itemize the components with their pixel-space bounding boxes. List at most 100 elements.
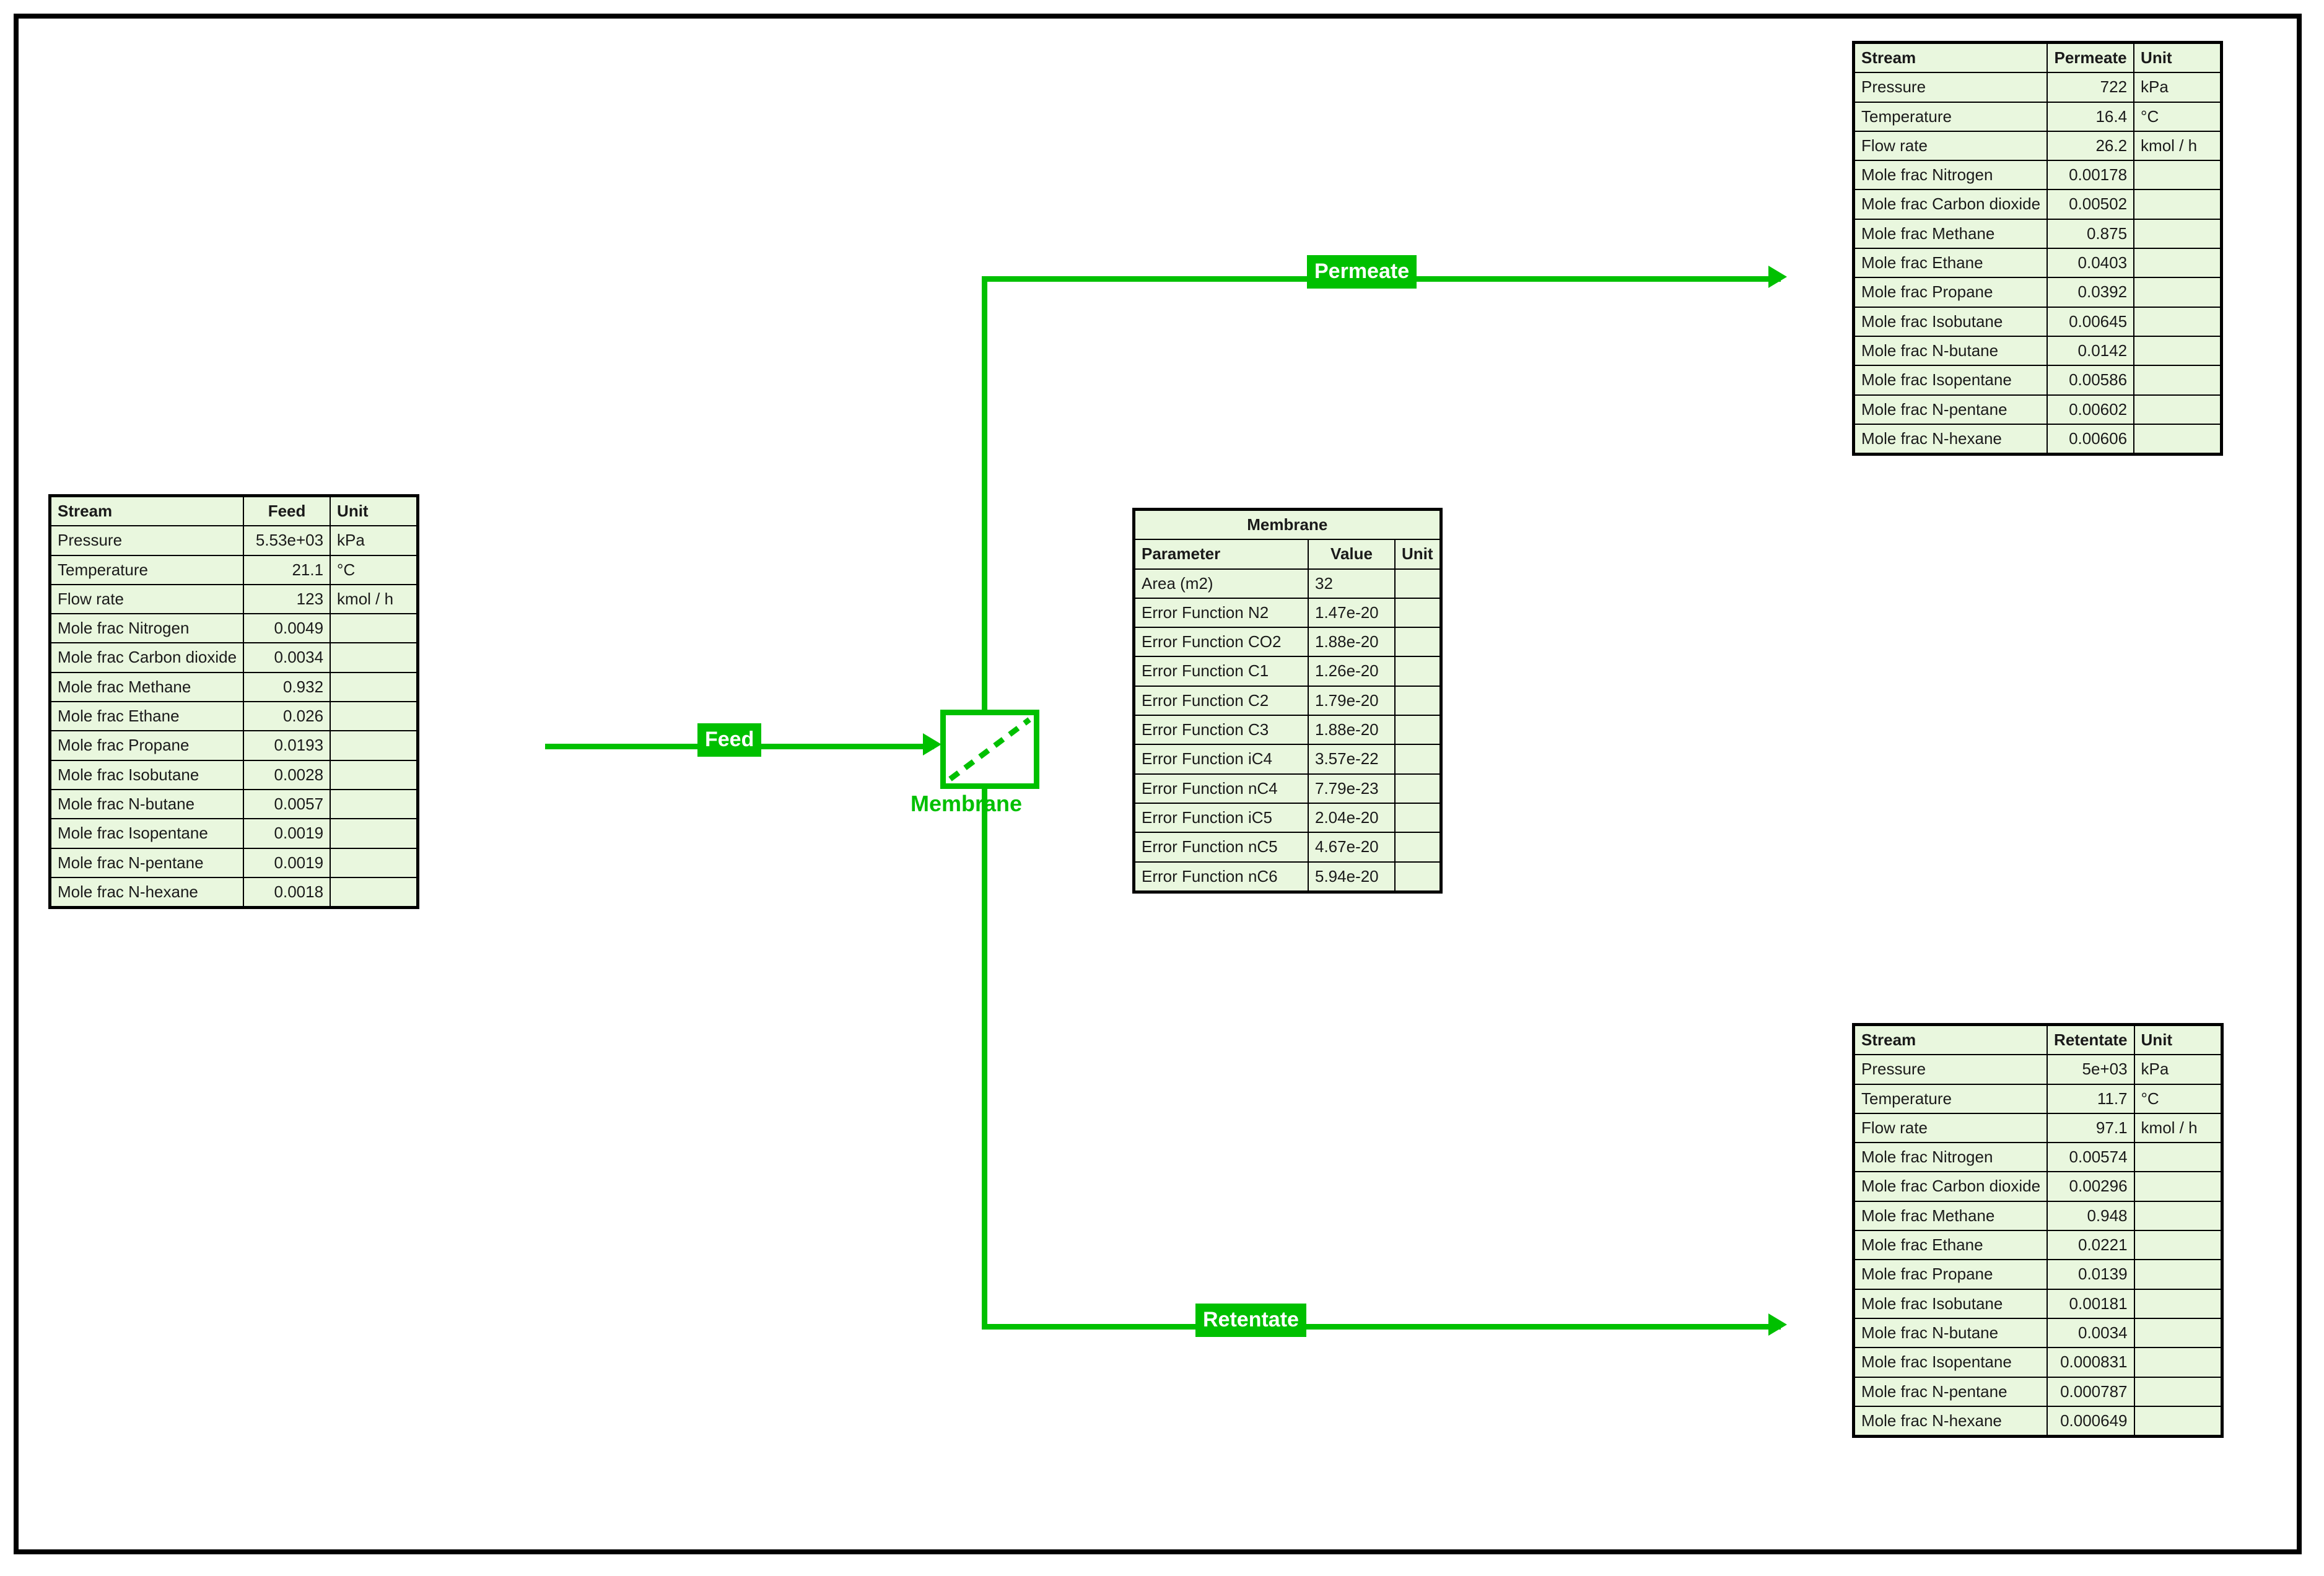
row-value: 0.00181 xyxy=(2047,1288,2135,1319)
row-value: 0.00296 xyxy=(2047,1171,2135,1202)
row-label: Mole frac Isobutane xyxy=(1853,306,2048,337)
row-label: Mole frac Isopentane xyxy=(1853,365,2048,396)
column-header-value: Value xyxy=(1308,539,1396,570)
row-label: Mole frac N-pentane xyxy=(1853,1376,2048,1407)
table-row: Area (m2)32 xyxy=(1133,568,1442,599)
column-header-stream: Stream xyxy=(1853,41,2048,74)
row-value: 0.00178 xyxy=(2047,160,2135,191)
row-value: 7.79e-23 xyxy=(1308,773,1396,804)
row-label: Mole frac N-hexane xyxy=(1853,1405,2048,1437)
row-label: Error Function C2 xyxy=(1133,685,1309,716)
row-label: Mole frac Ethane xyxy=(49,701,245,732)
row-unit xyxy=(330,730,419,761)
row-label: Error Function iC5 xyxy=(1133,802,1309,834)
row-unit: kmol / h xyxy=(2133,1112,2223,1144)
row-unit xyxy=(1394,597,1442,629)
row-unit xyxy=(330,847,419,878)
row-value: 0.00586 xyxy=(2047,365,2135,396)
row-value: 5.53e+03 xyxy=(243,525,331,556)
row-unit xyxy=(2133,1317,2223,1349)
row-label: Mole frac Ethane xyxy=(1853,1230,2048,1261)
column-header-unit: Unit xyxy=(1394,539,1442,570)
row-value: 0.00606 xyxy=(2047,423,2135,455)
row-label: Error Function N2 xyxy=(1133,597,1309,629)
row-unit xyxy=(1394,627,1442,658)
row-label: Mole frac Isopentane xyxy=(49,818,245,849)
row-label: Mole frac Methane xyxy=(1853,218,2048,250)
row-unit xyxy=(2133,394,2222,425)
retentate-stream-line[interactable] xyxy=(982,1324,1781,1330)
row-unit xyxy=(1394,715,1442,746)
row-label: Mole frac Nitrogen xyxy=(1853,160,2048,191)
row-value: 32 xyxy=(1308,568,1396,599)
feed-stream-label[interactable]: Feed xyxy=(697,723,762,757)
row-unit xyxy=(2133,218,2222,250)
permeate-stream-label[interactable]: Permeate xyxy=(1307,255,1417,289)
column-header-unit: Unit xyxy=(330,495,419,527)
row-value: 1.88e-20 xyxy=(1308,627,1396,658)
row-unit xyxy=(2133,277,2222,308)
row-value: 16.4 xyxy=(2047,101,2135,132)
membrane-unit-icon[interactable] xyxy=(940,710,1039,789)
column-header-parameter: Parameter xyxy=(1133,539,1309,570)
row-label: Error Function C3 xyxy=(1133,715,1309,746)
row-value: 11.7 xyxy=(2047,1083,2135,1114)
row-value: 0.0034 xyxy=(2047,1317,2135,1349)
row-label: Mole frac Methane xyxy=(1853,1200,2048,1232)
membrane-diagonal-icon xyxy=(948,717,1031,781)
column-header-unit: Unit xyxy=(2133,41,2222,74)
row-value: 0.00645 xyxy=(2047,306,2135,337)
row-label: Error Function iC4 xyxy=(1133,744,1309,775)
row-label: Mole frac N-butane xyxy=(1853,335,2048,367)
row-unit: °C xyxy=(2133,101,2222,132)
row-unit: °C xyxy=(330,554,419,585)
row-value: 0.0142 xyxy=(2047,335,2135,367)
row-value: 0.00602 xyxy=(2047,394,2135,425)
permeate-riser-line[interactable] xyxy=(982,276,987,713)
row-value: 1.47e-20 xyxy=(1308,597,1396,629)
row-unit xyxy=(330,642,419,673)
row-unit xyxy=(2133,1230,2223,1261)
row-unit xyxy=(2133,423,2222,455)
row-unit xyxy=(1394,744,1442,775)
retentate-stream-label[interactable]: Retentate xyxy=(1195,1304,1306,1337)
row-label: Mole frac Propane xyxy=(1853,277,2048,308)
row-value: 0.026 xyxy=(243,701,331,732)
row-value: 0.0221 xyxy=(2047,1230,2135,1261)
row-unit xyxy=(1394,773,1442,804)
row-unit xyxy=(2133,1347,2223,1378)
row-value: 1.26e-20 xyxy=(1308,656,1396,687)
row-value: 0.0193 xyxy=(243,730,331,761)
row-unit xyxy=(330,759,419,790)
row-label: Mole frac Isobutane xyxy=(1853,1288,2048,1319)
membrane-table-title: Membrane xyxy=(1134,509,1441,541)
row-unit xyxy=(330,788,419,820)
column-header-unit: Unit xyxy=(2133,1024,2223,1056)
row-unit: kPa xyxy=(330,525,419,556)
retentate-downcomer-line[interactable] xyxy=(982,785,987,1330)
row-unit xyxy=(2133,160,2222,191)
